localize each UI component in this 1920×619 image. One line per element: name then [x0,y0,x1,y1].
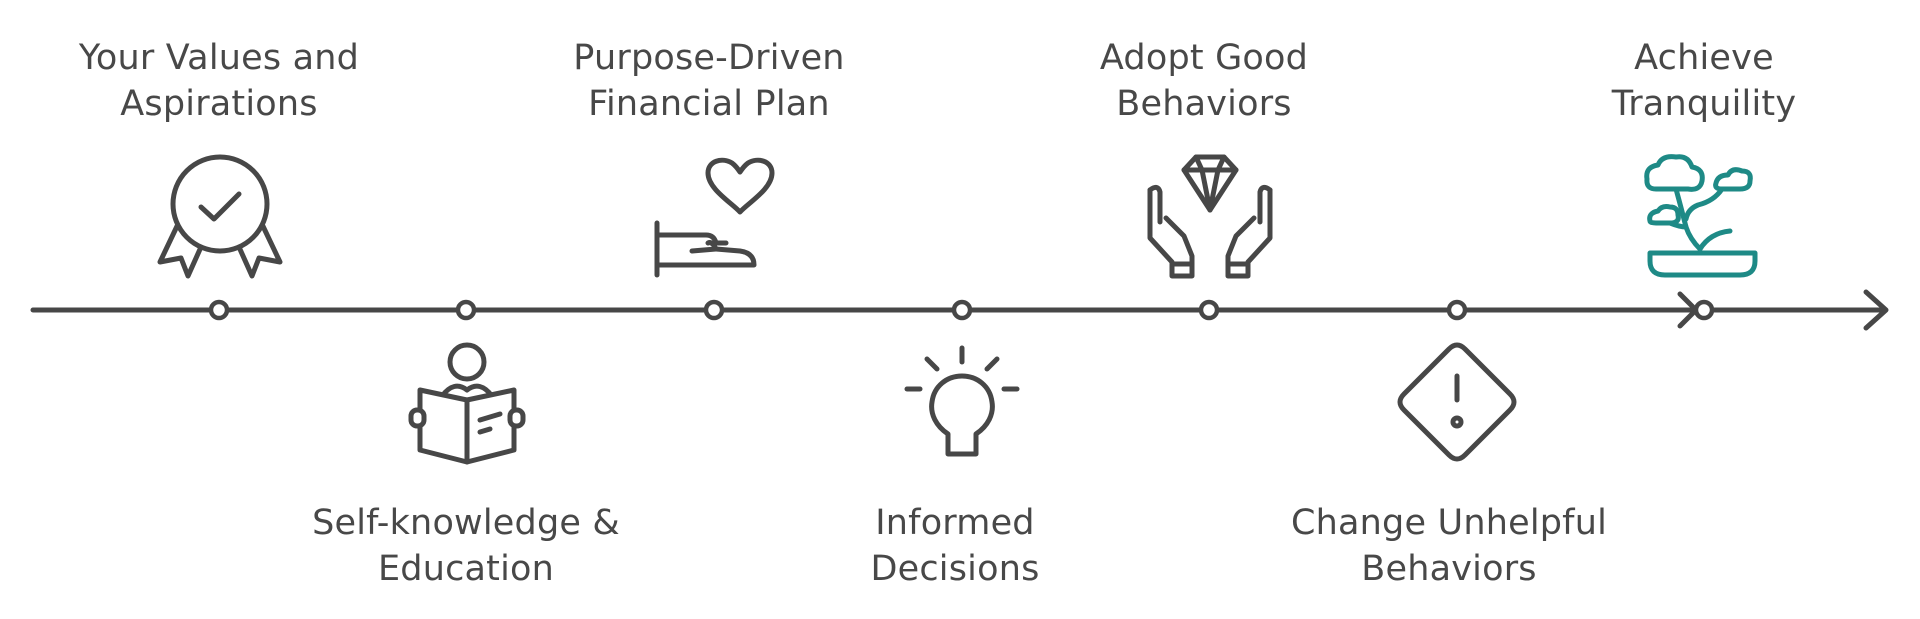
step-label-line: Self-knowledge & [312,503,620,543]
step-label-adopt-good: Adopt Good Behaviors [994,35,1414,127]
step-label-line: Aspirations [120,84,318,124]
step-label-self-knowledge: Self-knowledge & Education [256,500,676,592]
hands-holding-diamond-icon [1144,152,1276,282]
step-label-line: Financial Plan [588,84,830,124]
hand-giving-heart-icon [652,155,782,280]
award-badge-icon [155,152,285,282]
step-label-line: Education [377,549,555,589]
step-label-line: Behaviors [1361,549,1537,589]
timeline-node [1198,299,1220,321]
timeline-node [951,299,973,321]
step-label-line: Purpose-Driven [573,38,845,78]
step-label-line: Achieve [1634,38,1774,78]
timeline-node [208,299,230,321]
step-label-line: Informed [875,503,1035,543]
step-label-line: Your Values and [78,38,360,78]
step-label-line: Decisions [870,549,1040,589]
step-label-values-aspirations: Your Values and Aspirations [9,35,429,127]
step-label-tranquility: Achieve Tranquility [1494,35,1914,127]
lightbulb-icon [902,344,1022,464]
warning-diamond-icon [1395,340,1519,464]
timeline-node [1446,299,1468,321]
timeline-node [1693,299,1715,321]
timeline-node [703,299,725,321]
step-label-line: Tranquility [1611,84,1797,124]
timeline-arrowhead [1863,289,1889,331]
timeline-node [455,299,477,321]
step-label-purpose-plan: Purpose-Driven Financial Plan [499,35,919,127]
step-label-change-unhelpful: Change Unhelpful Behaviors [1239,500,1659,592]
step-label-line: Behaviors [1116,84,1292,124]
bonsai-tree-icon [1640,153,1770,283]
reading-person-icon [408,340,528,465]
step-label-line: Change Unhelpful [1290,503,1607,543]
step-label-line: Adopt Good [1099,38,1309,78]
step-label-informed-decisions: Informed Decisions [745,500,1165,592]
